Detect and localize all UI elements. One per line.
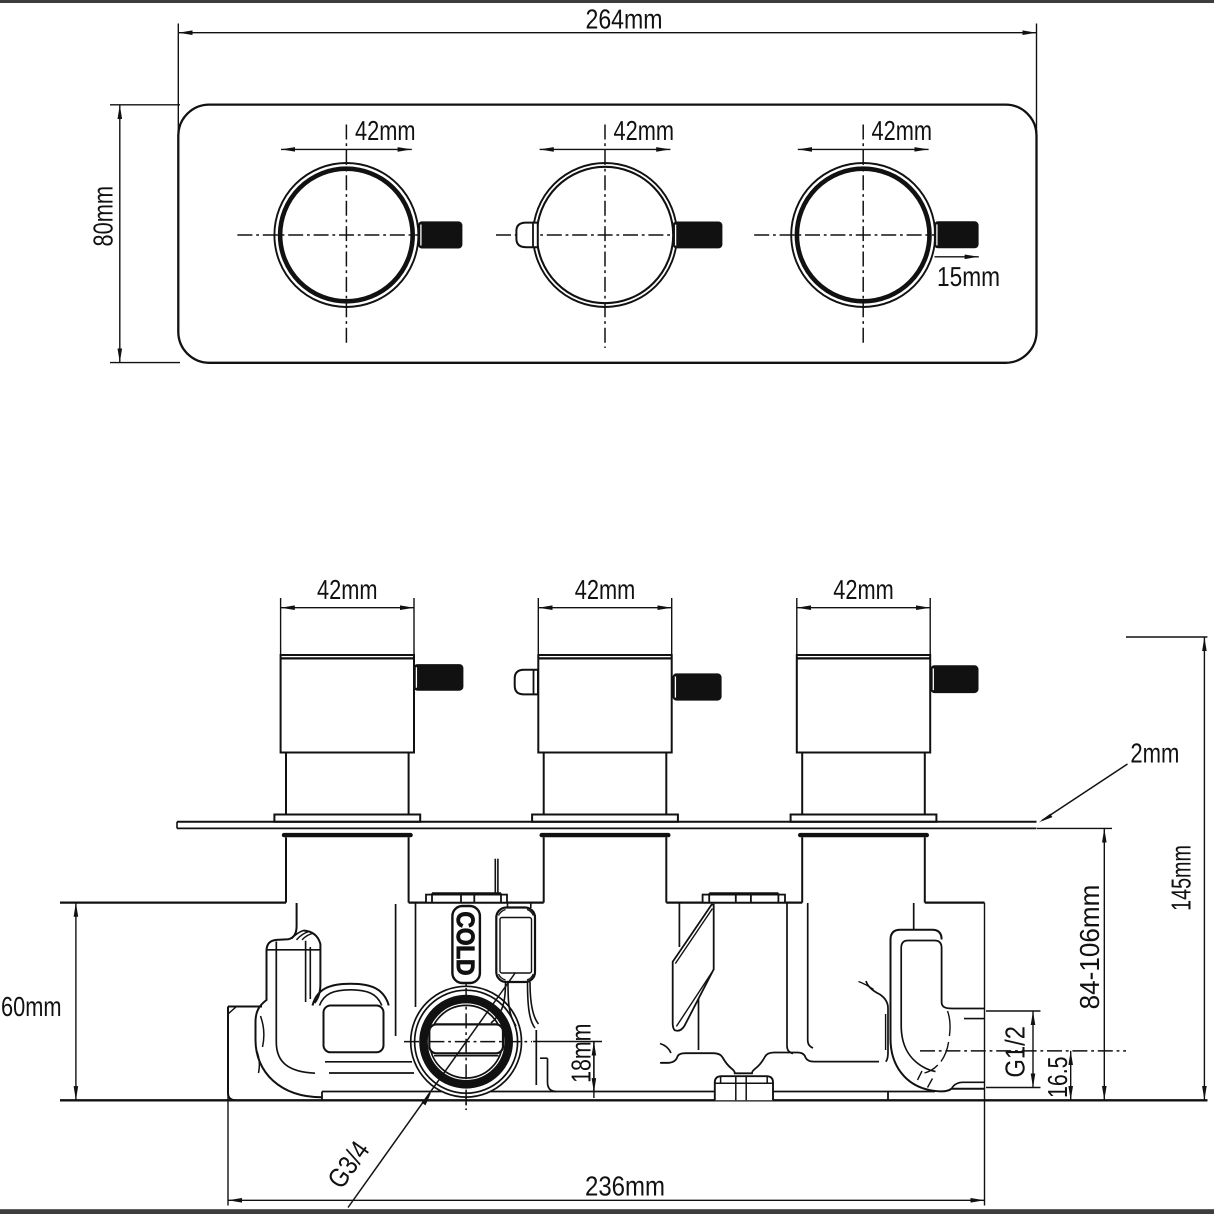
svg-text:18mm: 18mm bbox=[565, 1024, 596, 1083]
svg-text:15mm: 15mm bbox=[937, 261, 1000, 292]
svg-text:2mm: 2mm bbox=[1130, 738, 1179, 769]
svg-text:16.5: 16.5 bbox=[1042, 1056, 1073, 1098]
svg-text:42mm: 42mm bbox=[317, 574, 378, 605]
svg-text:84-106mm: 84-106mm bbox=[1074, 885, 1105, 1010]
svg-text:145mm: 145mm bbox=[1166, 845, 1197, 911]
svg-text:42mm: 42mm bbox=[872, 115, 933, 146]
svg-text:G1/2: G1/2 bbox=[1000, 1026, 1031, 1078]
svg-text:264mm: 264mm bbox=[586, 3, 663, 34]
svg-text:42mm: 42mm bbox=[575, 574, 636, 605]
svg-text:G3/4: G3/4 bbox=[321, 1135, 375, 1194]
svg-text:42mm: 42mm bbox=[614, 115, 675, 146]
svg-text:60mm: 60mm bbox=[1, 991, 62, 1022]
svg-text:42mm: 42mm bbox=[833, 574, 894, 605]
svg-text:80mm: 80mm bbox=[88, 186, 119, 247]
svg-text:236mm: 236mm bbox=[585, 1171, 665, 1202]
svg-text:42mm: 42mm bbox=[355, 115, 416, 146]
svg-text:COLD: COLD bbox=[451, 912, 479, 976]
